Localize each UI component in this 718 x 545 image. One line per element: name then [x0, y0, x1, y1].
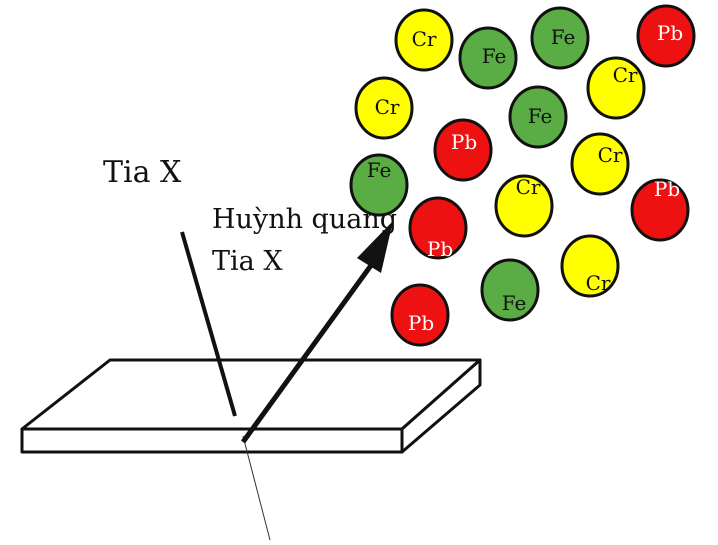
atom-label: Cr — [598, 143, 623, 167]
atom-cr: Cr — [570, 132, 630, 196]
sample-slab — [20, 358, 482, 454]
atom-circle — [349, 153, 409, 217]
atom-circle — [390, 283, 450, 347]
atom-pb: Pb — [630, 177, 690, 242]
atom-cr: Cr — [354, 76, 414, 140]
atom-cluster: Cr Fe Fe Pb Cr Cr Fe Pb Cr Fe Cr Pb Pb C… — [349, 4, 696, 347]
atom-circle — [394, 8, 454, 72]
incident-xray-beam — [180, 231, 237, 417]
atom-circle — [480, 258, 540, 322]
atom-label: Fe — [482, 44, 507, 68]
atom-circle — [458, 26, 518, 90]
fluorescence-arrow — [240, 257, 377, 444]
atom-cr: Cr — [394, 8, 454, 72]
atom-label: Cr — [375, 95, 400, 119]
atom-label: Fe — [528, 104, 553, 128]
atom-label: Pb — [451, 130, 477, 154]
atom-label: Cr — [516, 175, 541, 199]
atom-pb: Pb — [433, 118, 493, 182]
atom-circle — [433, 118, 493, 182]
atom-cr: Cr — [494, 174, 554, 238]
atom-circle — [636, 4, 696, 68]
atom-circle — [586, 56, 646, 120]
atom-pb: Pb — [390, 283, 450, 347]
atom-circle — [570, 132, 630, 196]
atom-fe: Fe — [480, 258, 540, 322]
atom-fe: Fe — [508, 85, 568, 149]
slab-side-face — [400, 358, 482, 454]
atom-pb: Pb — [408, 196, 468, 261]
atom-circle — [494, 174, 554, 238]
atom-pb: Pb — [636, 4, 696, 68]
fluorescence-arrowhead — [357, 221, 393, 273]
atom-circle — [354, 76, 414, 140]
atom-cr: Cr — [586, 56, 646, 120]
atom-circle — [530, 6, 590, 70]
atom-circle — [560, 234, 620, 298]
atom-circle — [508, 85, 568, 149]
atom-fe: Fe — [458, 26, 518, 90]
atom-label: Pb — [654, 177, 680, 201]
atom-label: Pb — [408, 311, 434, 335]
atom-circle — [408, 196, 468, 260]
atom-circle — [630, 178, 690, 242]
fluorescence-label-line2: Tia X — [212, 246, 283, 277]
atom-label: Cr — [586, 271, 611, 295]
atom-label: Cr — [613, 63, 638, 87]
atom-label: Fe — [551, 25, 576, 49]
slab-top-face — [20, 358, 482, 431]
atom-fe: Fe — [349, 153, 409, 217]
atom-label: Pb — [657, 21, 683, 45]
atom-label: Fe — [502, 291, 527, 315]
atom-fe: Fe — [530, 6, 590, 70]
incident-xray-label: Tia X — [103, 155, 182, 190]
atom-label: Pb — [427, 237, 453, 261]
atom-label: Cr — [412, 27, 437, 51]
atom-label: Fe — [367, 158, 392, 182]
slab-front-face — [20, 427, 404, 454]
atom-cr: Cr — [560, 234, 620, 298]
transmitted-beam-line — [242, 435, 271, 541]
